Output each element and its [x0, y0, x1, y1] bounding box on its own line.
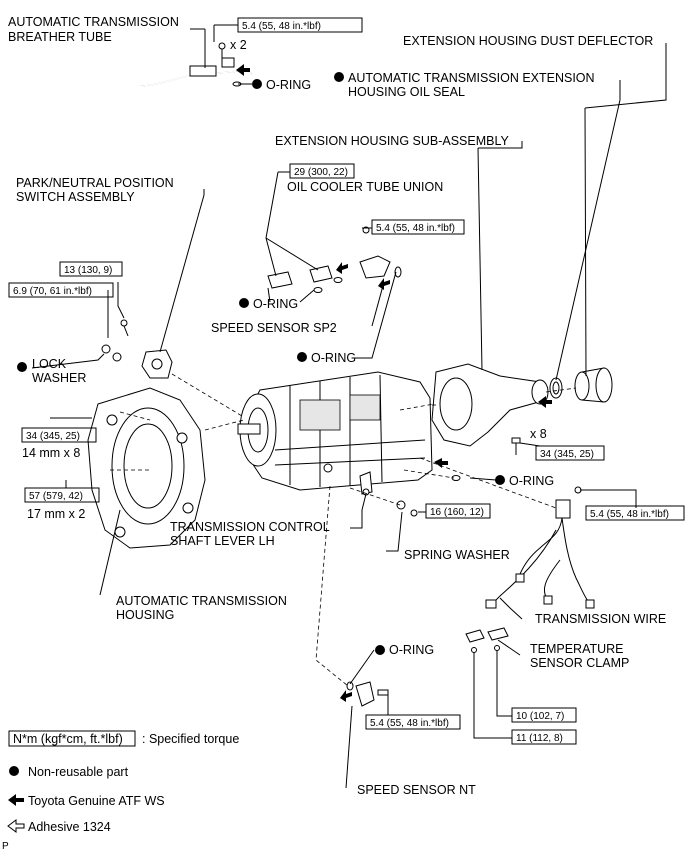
non-reusable-dot [297, 352, 307, 362]
non-reusable-dot [17, 362, 27, 372]
torque-box-housing-17 [24, 487, 100, 503]
extension-housing-drawing [431, 363, 563, 447]
non-reusable-dot [495, 475, 505, 485]
label-o-ring-sp2: O-RING [311, 351, 356, 365]
torque-extension: 34 (345, 25) [540, 449, 594, 460]
speed-sensor-sp2-drawing [359, 226, 402, 279]
torque-box-sp2 [371, 219, 465, 235]
label-speed-sensor-sp2: SPEED SENSOR SP2 [211, 321, 337, 335]
dust-deflector-drawing [574, 367, 613, 403]
torque-union: 29 (300, 22) [294, 167, 348, 178]
torque-switch-bolt: 6.9 (70, 61 in.*lbf) [13, 286, 92, 297]
count-breather: x 2 [230, 38, 247, 52]
label-spring-washer: SPRING WASHER [404, 548, 510, 562]
torque-clamp-11: 11 (112, 8) [516, 733, 563, 744]
label-dust-deflector: EXTENSION HOUSING DUST DEFLECTOR [403, 34, 653, 48]
legend-torque-box [8, 730, 136, 747]
non-reusable-dot [334, 72, 344, 82]
torque-box-lever-nut [425, 503, 491, 519]
label-o-ring-breather: O-RING [266, 78, 311, 92]
label-trans-housing-1: AUTOMATIC TRANSMISSION [116, 594, 287, 608]
label-park-switch-2: SWITCH ASSEMBLY [16, 190, 135, 204]
legend: N*m (kgf*cm, ft.*lbf) : Specified torque… [7, 730, 239, 834]
torque-nt: 5.4 (55, 48 in.*lbf) [370, 718, 449, 729]
label-o-ring-extension: O-RING [509, 474, 554, 488]
count-extension: x 8 [530, 427, 547, 441]
legend-adhesive-arrow-icon [7, 819, 25, 833]
extension-bolt-drawing [451, 437, 521, 481]
label-temp-clamp-1: TEMPERATURE [530, 642, 624, 656]
torque-box-housing-14 [21, 427, 97, 443]
assembly-dashed-lines [110, 373, 577, 687]
label-cooler-union: OIL COOLER TUBE UNION [287, 180, 443, 194]
label-trans-wire: TRANSMISSION WIRE [535, 612, 666, 626]
torque-box-clamp-10 [511, 707, 577, 723]
label-oil-seal-1: AUTOMATIC TRANSMISSION EXTENSION [348, 71, 595, 85]
legend-non-reusable: Non-reusable part [28, 765, 129, 779]
label-lock-washer-1: LOCK [32, 357, 67, 371]
legend-torque-box-text: N*m (kgf*cm, ft.*lbf) [13, 732, 123, 746]
park-neutral-switch-drawing [101, 319, 173, 379]
torque-switch-nut: 13 (130, 9) [64, 265, 112, 276]
torque-box-clamp-11 [511, 729, 577, 745]
torque-box-union [289, 163, 355, 179]
page-mark: P [2, 841, 9, 852]
label-control-lever-1: TRANSMISSION CONTROL [170, 520, 330, 534]
label-extension-housing: EXTENSION HOUSING SUB-ASSEMBLY [275, 134, 510, 148]
legend-atf-arrow-icon [8, 794, 24, 806]
label-trans-housing-2: HOUSING [116, 608, 174, 622]
legend-torque-text: : Specified torque [142, 732, 239, 746]
torque-box-switch-nut [59, 261, 123, 277]
transmission-case-drawing [237, 371, 433, 491]
torque-box-nt [365, 714, 461, 730]
oil-cooler-union-drawing [267, 265, 343, 293]
torque-box-extension [535, 445, 605, 461]
torque-clamp-10: 10 (102, 7) [516, 711, 564, 722]
control-lever-drawing [359, 471, 418, 517]
torque-wire-bolt: 5.4 (55, 48 in.*lbf) [590, 509, 669, 520]
transmission-wire-drawing [485, 486, 595, 609]
legend-non-reusable-dot [9, 766, 19, 776]
torque-housing-14: 34 (345, 25) [26, 431, 80, 442]
torque-sp2: 5.4 (55, 48 in.*lbf) [376, 223, 455, 234]
legend-adhesive: Adhesive 1324 [28, 820, 111, 834]
label-control-lever-2: SHAFT LEVER LH [170, 534, 275, 548]
temp-clamp-drawing [465, 627, 509, 666]
torque-box-switch-bolt [8, 282, 114, 298]
torque-lever-nut: 16 (160, 12) [430, 507, 484, 518]
count-bolt-14: 14 mm x 8 [22, 446, 80, 460]
speed-sensor-nt-drawing [346, 681, 389, 707]
label-breather-tube-2: BREATHER TUBE [8, 30, 112, 44]
label-speed-sensor-nt: SPEED SENSOR NT [357, 783, 476, 797]
torque-housing-17: 57 (579, 42) [29, 491, 83, 502]
label-temp-clamp-2: SENSOR CLAMP [530, 656, 629, 670]
label-o-ring-union: O-RING [253, 297, 298, 311]
count-bolt-17: 17 mm x 2 [27, 507, 85, 521]
torque-box-wire-bolt [585, 505, 685, 521]
legend-atf: Toyota Genuine ATF WS [28, 794, 165, 808]
label-o-ring-nt: O-RING [389, 643, 434, 657]
atf-arrow-marks [236, 64, 552, 702]
non-reusable-dot [375, 645, 385, 655]
label-oil-seal-2: HOUSING OIL SEAL [348, 85, 465, 99]
non-reusable-dot [239, 298, 249, 308]
torque-breather: 5.4 (55, 48 in.*lbf) [242, 21, 321, 32]
label-lock-washer-2: WASHER [32, 371, 86, 385]
label-park-switch-1: PARK/NEUTRAL POSITION [16, 176, 174, 190]
label-breather-tube-1: AUTOMATIC TRANSMISSION [8, 15, 179, 29]
leader-lines [31, 24, 667, 789]
torque-box-breather [237, 17, 363, 33]
non-reusable-dot [252, 79, 262, 89]
